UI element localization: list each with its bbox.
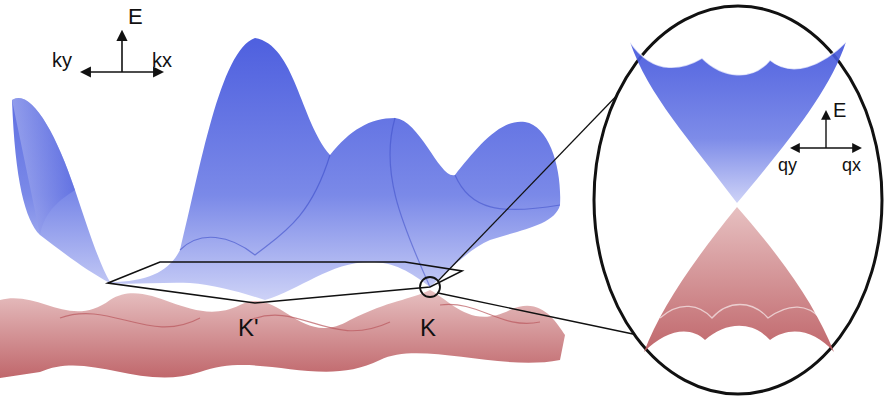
energy-axis	[825, 112, 826, 148]
upper-dirac-cone	[630, 42, 846, 203]
energy-axis	[121, 32, 123, 72]
axis-label: E	[833, 100, 846, 120]
valence-band	[0, 290, 565, 378]
axis-label: ky	[52, 50, 72, 70]
qy-axis	[792, 147, 826, 148]
axis-label: qx	[842, 156, 861, 174]
lower-dirac-cone	[644, 207, 834, 352]
brillouin-zone	[108, 262, 462, 303]
qx-axis	[826, 147, 860, 148]
k-point-circle	[420, 277, 440, 297]
point-label: K'	[238, 316, 259, 340]
point-label: K	[420, 316, 436, 340]
axis-label: kx	[152, 50, 172, 70]
kx-axis	[122, 71, 162, 73]
ky-axis	[82, 71, 122, 73]
axis-label: qy	[778, 156, 797, 174]
conduction-band	[12, 38, 560, 300]
zoom-ellipse	[594, 6, 882, 394]
axis-label: E	[128, 6, 143, 28]
